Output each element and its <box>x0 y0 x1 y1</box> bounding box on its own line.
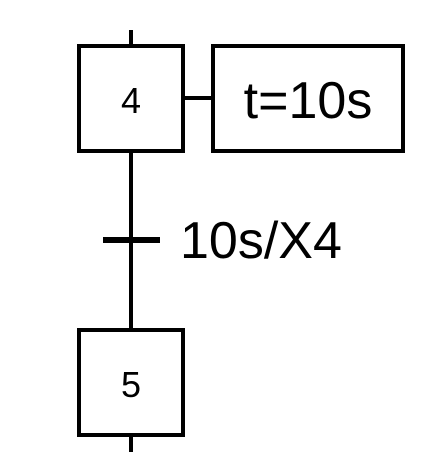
step-5-number: 5 <box>121 364 141 405</box>
step-4-number: 4 <box>121 80 141 121</box>
step-5-box <box>77 328 185 437</box>
action-text: t=10s <box>244 72 373 130</box>
step-4: 4 <box>77 44 185 153</box>
step-5: 5 <box>77 328 185 437</box>
action-block: t=10s <box>211 44 405 153</box>
action-box <box>211 44 405 153</box>
transition-condition: 10s/X4 <box>180 212 342 270</box>
